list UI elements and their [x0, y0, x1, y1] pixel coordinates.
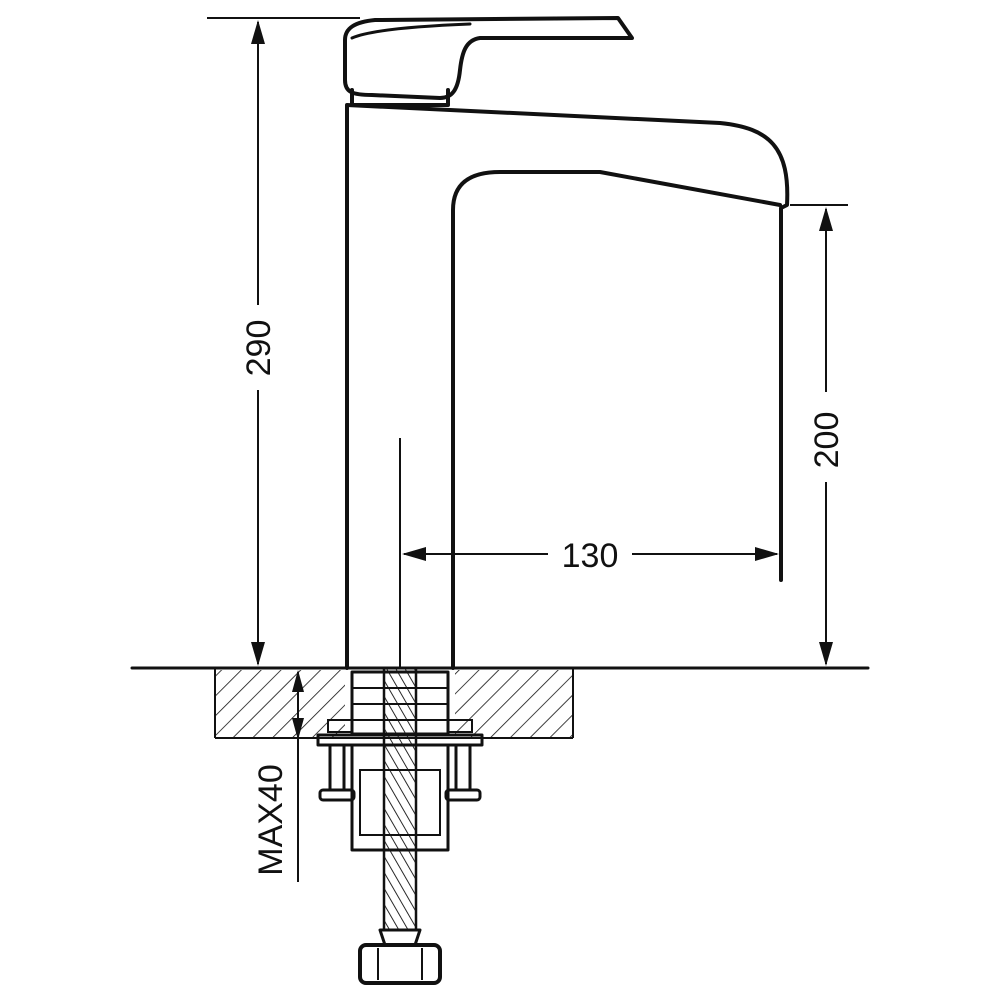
faucet-body	[343, 16, 790, 670]
mounting-hardware	[316, 666, 484, 985]
arrow-200-bottom	[819, 642, 833, 666]
dimension-total-height: 290	[207, 17, 360, 666]
gasket-right	[447, 719, 473, 733]
faucet-outer-outline	[345, 103, 790, 670]
dimension-label-max40: MAX40	[252, 764, 290, 876]
mounting-bolt-left	[318, 743, 356, 802]
arrow-130-left	[402, 547, 426, 561]
bolt-left-shank	[328, 743, 346, 792]
bolt-right-shank	[454, 743, 472, 792]
arrow-290-bottom	[251, 642, 265, 666]
mounting-bolt-right	[444, 743, 482, 802]
countertop	[130, 666, 870, 739]
arrow-200-top	[819, 207, 833, 231]
gasket-left	[327, 719, 353, 733]
dimension-counter-thickness: MAX40	[252, 670, 304, 882]
arrow-130-right	[755, 547, 779, 561]
faucet-inner-outline	[451, 170, 782, 670]
arrow-max40-top	[292, 670, 304, 692]
threaded-rod	[382, 666, 418, 932]
dimension-label-290: 290	[240, 320, 278, 377]
arrow-max40-bottom	[292, 718, 304, 740]
dimension-spout-height: 200	[790, 204, 848, 666]
faucet-handle-lever	[343, 16, 634, 100]
arrow-290-top	[251, 20, 265, 44]
hose-collar	[378, 928, 422, 947]
bolt-right-head	[444, 788, 482, 802]
bolt-left-head	[318, 788, 356, 802]
dimension-label-130: 130	[562, 537, 619, 575]
dimension-spout-reach: 130	[399, 438, 779, 668]
faucet-handle-lever-inner	[350, 22, 472, 40]
countertop-hatch-left	[215, 670, 345, 738]
dimension-label-200: 200	[808, 412, 846, 469]
countertop-hatch-right	[455, 670, 573, 738]
hose-connector-nut	[358, 943, 442, 985]
